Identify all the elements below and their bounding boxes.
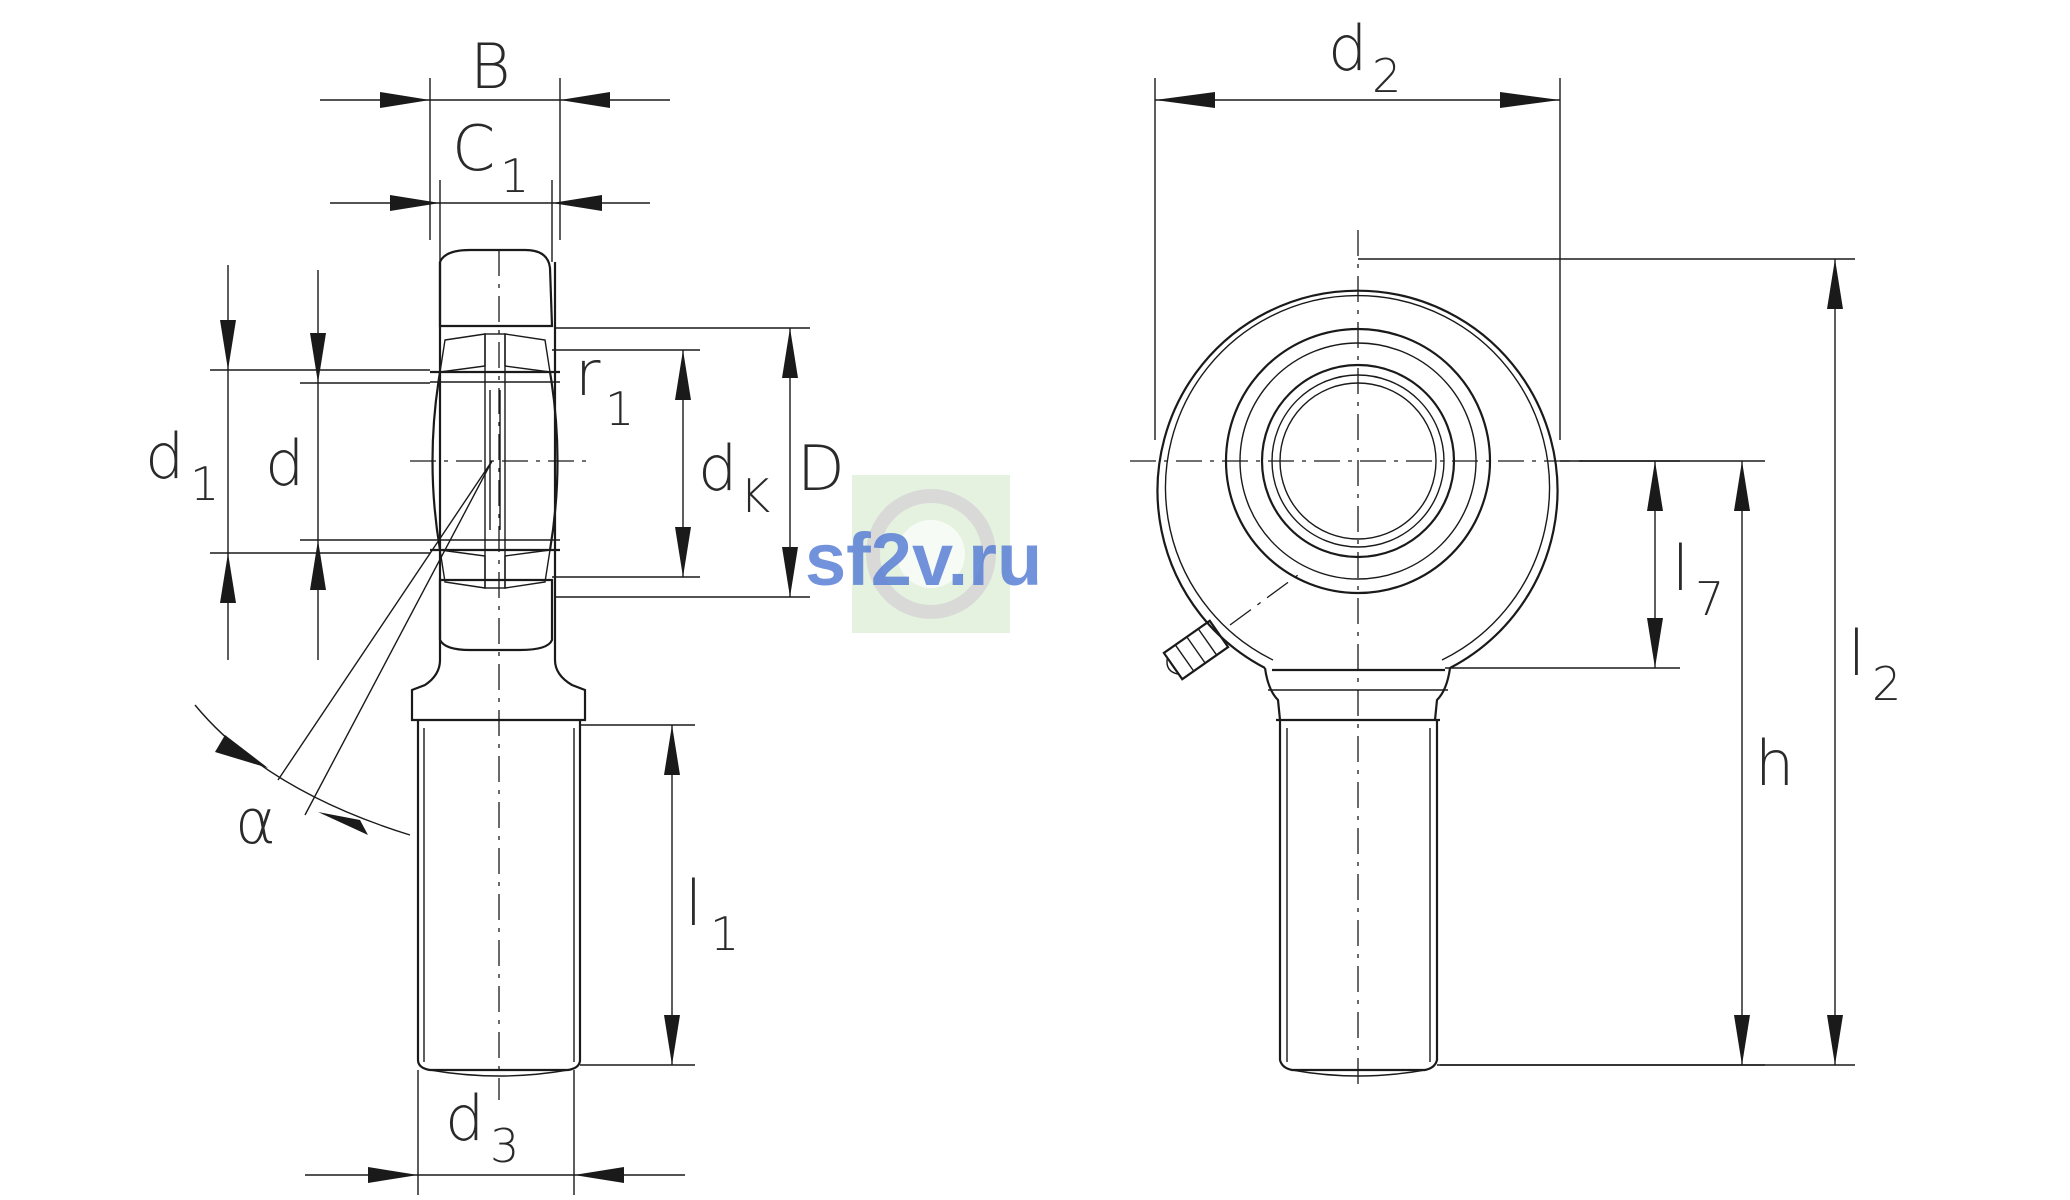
housing-section-top [438,248,554,328]
label-d3-sub: 3 [490,1119,519,1173]
label-r1: r [575,337,601,410]
label-r1-sub: 1 [605,382,634,436]
label-dK-sub: K [740,469,770,523]
housing-section-bottom [438,578,554,652]
inner-ring-section-bottom [439,549,486,589]
label-d: d [265,427,304,500]
label-l1: l [685,867,702,940]
grease-nipple [1162,619,1230,681]
watermark-text: sf2v.ru [805,518,1042,601]
front-view: d 2 l 7 h l 2 [1130,12,1901,1090]
label-d1: d [145,420,184,493]
label-d1-sub: 1 [190,457,219,511]
label-dK: d [698,432,737,505]
label-D: D [797,432,845,505]
label-d2: d [1328,12,1367,85]
label-l2: l [1848,617,1865,690]
watermark-logo: sf2v.ru [805,475,1042,633]
label-alpha: α [235,785,276,858]
label-h: h [1755,727,1794,800]
label-d3: d [445,1082,484,1155]
label-l7: l [1672,532,1689,605]
inner-ring-section-top-right [504,333,551,373]
label-l2-sub: 2 [1872,657,1901,711]
label-l7-sub: 7 [1695,572,1724,626]
neck [1263,667,1452,721]
label-C1: C [452,112,495,185]
inner-ring-section-top [439,333,486,373]
label-d2-sub: 2 [1372,49,1401,103]
side-section-view: B C 1 d 1 d r 1 d K [145,30,845,1195]
label-C1-sub: 1 [500,149,529,203]
label-B: B [470,30,511,103]
label-l1-sub: 1 [710,907,739,961]
inner-ring-section-bottom-right [504,549,551,589]
